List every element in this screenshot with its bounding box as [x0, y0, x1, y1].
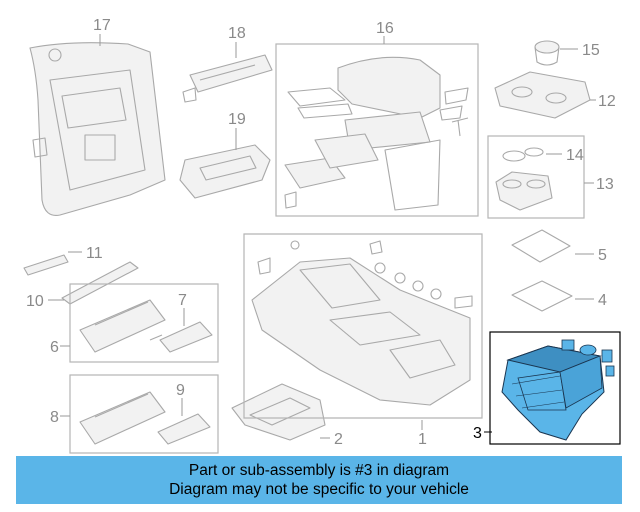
- callout-14: 14: [566, 147, 584, 164]
- callout-17: 17: [93, 17, 111, 34]
- part-5-pad: [511, 229, 571, 263]
- group-box-6: [69, 283, 219, 363]
- group-box-13: [487, 135, 585, 219]
- part-15-cup: [534, 40, 560, 66]
- callout-15: 15: [582, 42, 600, 59]
- callout-11: 11: [86, 245, 103, 262]
- part-1-console: [251, 240, 473, 406]
- banner-line-1: Part or sub-assembly is #3 in diagram: [188, 462, 450, 479]
- callout-2: 2: [334, 431, 343, 448]
- callout-12: 12: [598, 93, 616, 110]
- part-10-strip: [61, 261, 139, 305]
- callout-10: 10: [26, 293, 44, 310]
- part-13-cupholder: [495, 171, 553, 211]
- part-18-panel: [182, 54, 273, 103]
- banner-line-2: Diagram may not be specific to your vehi…: [169, 481, 469, 498]
- part-6-7-trim: [79, 299, 213, 353]
- part-19-tray: [179, 144, 271, 199]
- group-box-1: [243, 233, 483, 419]
- callout-16: 16: [376, 20, 394, 37]
- callout-7: 7: [178, 292, 187, 309]
- part-11-strip: [23, 254, 69, 276]
- callout-1: 1: [418, 431, 427, 448]
- callout-8: 8: [50, 409, 59, 426]
- group-box-8: [69, 374, 219, 454]
- leader-lines: [48, 34, 596, 439]
- part-8-9-trim: [79, 391, 211, 445]
- group-box-3: [489, 331, 621, 445]
- callout-19: 19: [228, 111, 246, 128]
- callout-6: 6: [50, 339, 59, 356]
- callout-9: 9: [176, 382, 185, 399]
- part-2-bracket: [231, 383, 326, 441]
- part-16-armrest: [284, 56, 469, 211]
- callout-3: 3: [473, 425, 482, 442]
- part-3-console-bin: [501, 339, 615, 441]
- part-4-pad: [511, 280, 573, 312]
- info-banner: Part or sub-assembly is #3 in diagram Di…: [16, 456, 622, 504]
- callout-4: 4: [598, 292, 607, 309]
- part-12-plate: [494, 71, 591, 119]
- callout-13: 13: [596, 176, 614, 193]
- callout-18: 18: [228, 25, 246, 42]
- part-14-ring: [502, 147, 544, 162]
- part-17-bezel: [29, 42, 166, 216]
- group-box-16: [275, 43, 479, 217]
- callout-5: 5: [598, 247, 607, 264]
